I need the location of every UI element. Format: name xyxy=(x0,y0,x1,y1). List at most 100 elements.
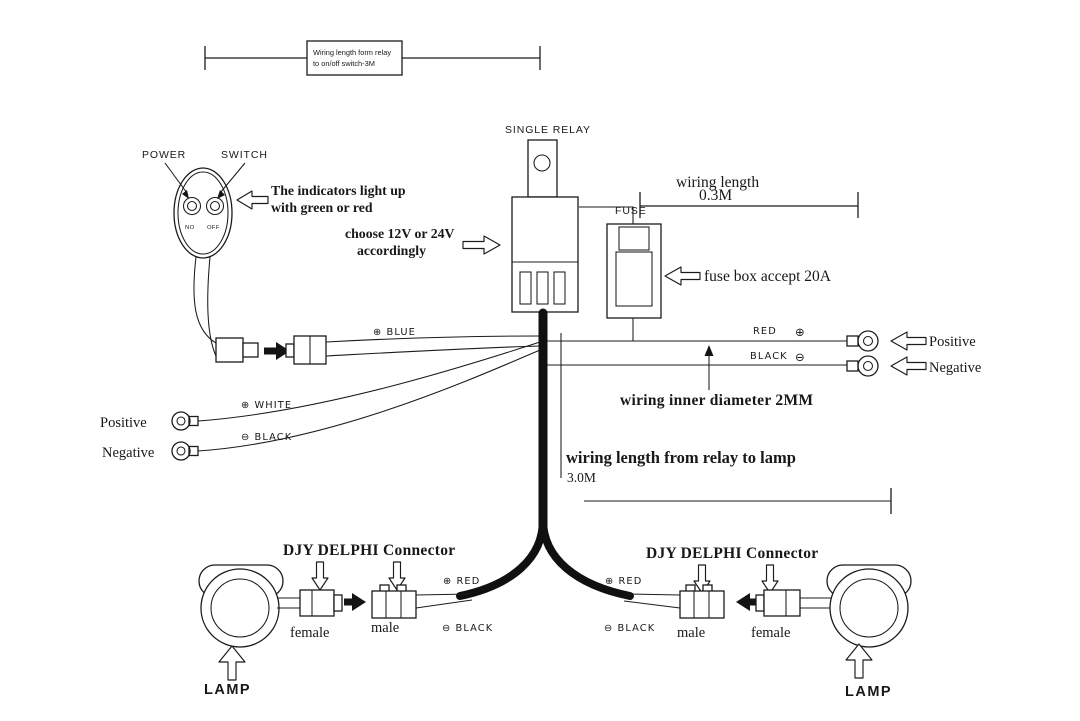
black-wire-label: BLACK xyxy=(750,351,788,362)
left-terminals: Positive ⊕ WHITE Negative ⊖ BLACK xyxy=(100,341,541,461)
fuse-note: fuse box accept 20A xyxy=(704,268,832,285)
power-label: POWER xyxy=(142,149,186,161)
lamp-left-label: LAMP xyxy=(204,682,251,698)
switch-indicator-center xyxy=(209,200,221,212)
fuse-box xyxy=(606,223,662,319)
relay-mount-tab xyxy=(527,139,558,198)
lamp-run-value: 3.0M xyxy=(567,470,596,485)
indicator-note-line2: with green or red xyxy=(271,200,373,215)
black-wire-left xyxy=(197,349,541,452)
fuse-assembly: FUSE fuse box accept 20A xyxy=(579,205,832,341)
switch-wire-2 xyxy=(207,256,217,357)
female-left-label: female xyxy=(290,625,329,641)
switch-assembly: POWER SWITCH NO OFF The indicators light… xyxy=(142,149,406,357)
ring-terminal-pos-right xyxy=(857,330,879,352)
male-connector-left xyxy=(371,590,417,619)
male-left-label: male xyxy=(371,620,399,636)
indicator-note-arrow-icon xyxy=(236,190,269,210)
relay-pin-3 xyxy=(553,271,566,305)
fuse-note-arrow-icon xyxy=(664,266,701,286)
female-connector-right xyxy=(763,589,801,617)
switch-body-inner xyxy=(177,171,229,255)
relay-pin-2 xyxy=(536,271,549,305)
blue-wire xyxy=(325,335,541,343)
minus-symbol: ⊖ xyxy=(795,350,805,364)
red-wire-label: RED xyxy=(753,326,777,337)
delphi-connector-left-label: DJY DELPHI Connector xyxy=(283,542,455,559)
measure-note-line1: Wiring length form relay xyxy=(313,48,391,57)
measure-note-line2: to on/off switch-3M xyxy=(313,59,375,68)
choose-voltage-line2: accordingly xyxy=(357,243,426,258)
switch-body-outer xyxy=(173,167,233,259)
off-label: OFF xyxy=(207,225,220,231)
delphi-arrow-left-2-icon xyxy=(388,561,406,591)
positive-left-label: Positive xyxy=(100,415,147,431)
switch-indicator xyxy=(205,196,225,216)
ring-terminal-neg-right xyxy=(857,355,879,377)
indicator-note-line1: The indicators light up xyxy=(271,183,406,198)
power-leader-line xyxy=(164,162,188,194)
switch-wire-1 xyxy=(193,256,217,344)
fuse-box-window xyxy=(615,251,653,307)
single-relay-label: SINGLE RELAY xyxy=(505,124,591,136)
ring-terminal-neg-hole xyxy=(176,446,186,456)
connector-plug-right-tab xyxy=(285,343,295,358)
top-measure: Wiring length form relay to on/off switc… xyxy=(204,40,541,76)
black-wire-left-label: ⊖ BLACK xyxy=(241,432,292,443)
black-label-bottom-left: ⊖ BLACK xyxy=(442,623,493,634)
ring-tail-neg-right xyxy=(846,360,859,372)
ring-terminal-neg xyxy=(171,441,191,461)
fuse-label: FUSE xyxy=(615,205,647,217)
measure-03m: wiring length 0.3M xyxy=(639,174,859,218)
main-cable: wiring length from relay to lamp 3.0M xyxy=(456,308,892,600)
black-label-bottom-right: ⊖ BLACK xyxy=(604,623,655,634)
female-right-label: female xyxy=(751,625,790,641)
switch-return-wire xyxy=(325,345,541,357)
blue-wire-label: ⊕ BLUE xyxy=(373,327,416,338)
positive-arrow-icon xyxy=(890,331,927,351)
wiring-length-label: wiring length xyxy=(676,174,759,191)
lamp-right-arrow-icon xyxy=(845,643,873,679)
mate-arrow-left-icon xyxy=(344,593,366,611)
ring-terminal-pos-right-hole xyxy=(862,335,874,347)
mate-arrow-right-icon xyxy=(736,593,760,611)
lamp-right-lens xyxy=(839,578,899,638)
choose-voltage-line1: choose 12V or 24V xyxy=(345,226,455,241)
connector-plug-left-tip xyxy=(242,342,259,358)
delphi-arrow-right-2-icon xyxy=(761,564,779,594)
relay: SINGLE RELAY choose 12V or 24V according… xyxy=(345,124,591,313)
fuse-box-cap xyxy=(618,226,650,251)
red-label-bottom-right: ⊕ RED xyxy=(605,576,642,587)
right-terminals: RED ⊕ BLACK ⊖ Positive Negative wiring i… xyxy=(547,325,981,409)
no-label: NO xyxy=(185,225,195,231)
relay-pin-1 xyxy=(519,271,532,305)
inner-diameter-label: wiring inner diameter 2MM xyxy=(620,392,813,409)
power-indicator xyxy=(182,196,202,216)
lamp-run-label: wiring length from relay to lamp xyxy=(566,448,796,467)
lamp-left-lens xyxy=(210,578,270,638)
ring-tail-pos-right xyxy=(846,335,859,347)
switch-leader-arrowhead xyxy=(217,190,225,199)
black-wire-bottom-right xyxy=(623,600,681,609)
mate-arrow-icon xyxy=(264,342,290,360)
white-wire xyxy=(197,341,541,422)
choose-voltage-arrow-icon xyxy=(462,235,501,255)
lamp-right-body xyxy=(829,568,909,648)
red-label-bottom-left: ⊕ RED xyxy=(443,576,480,587)
cable-branch-right xyxy=(539,516,634,600)
bottom-right-branch: DJY DELPHI Connector ⊕ RED ⊖ BLACK male … xyxy=(604,545,912,700)
negative-left-label: Negative xyxy=(102,445,154,461)
ring-terminal-pos-hole xyxy=(176,416,186,426)
negative-arrow-icon xyxy=(890,356,927,376)
male-connector-right xyxy=(679,590,725,619)
red-wire-bottom-right xyxy=(627,593,681,596)
relay-body xyxy=(511,196,579,313)
plus-symbol: ⊕ xyxy=(795,325,805,339)
ring-terminal-pos xyxy=(171,411,191,431)
white-wire-label: ⊕ WHITE xyxy=(241,400,292,411)
switch-label: SWITCH xyxy=(221,149,268,161)
negative-right-label: Negative xyxy=(929,360,981,376)
positive-right-label: Positive xyxy=(929,334,976,350)
